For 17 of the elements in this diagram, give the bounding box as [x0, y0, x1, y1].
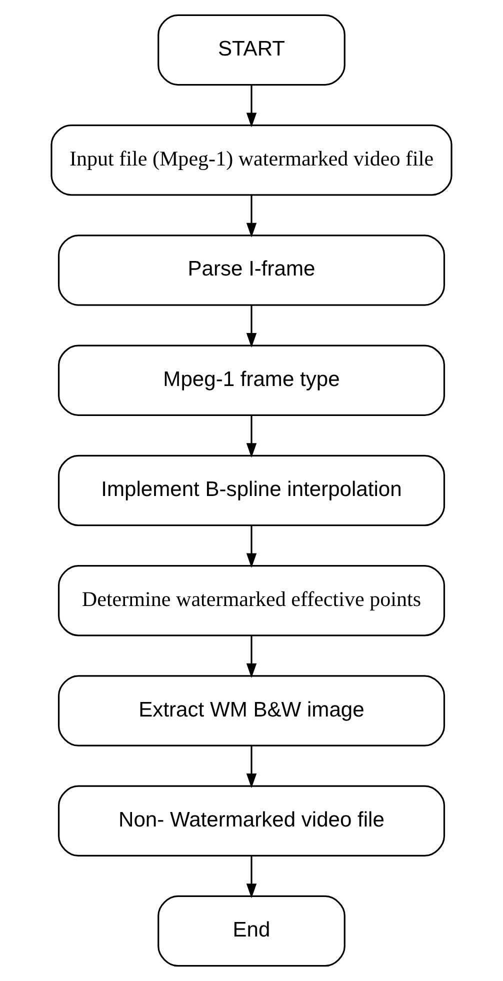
node-box: Input file (Mpeg-1) watermarked video file	[50, 124, 452, 196]
arrow	[246, 746, 257, 788]
arrow	[246, 84, 257, 128]
node-box: End	[158, 895, 346, 967]
node-box: Implement B-spline interpolation	[58, 454, 446, 526]
node-box: Determine watermarked effective points	[58, 565, 446, 636]
arrow	[246, 415, 257, 458]
node-box: Mpeg-1 frame type	[58, 344, 446, 416]
node-box: Non- Watermarked video file	[58, 785, 446, 857]
arrow	[246, 194, 257, 238]
arrow	[246, 635, 257, 678]
arrow	[246, 856, 257, 898]
node-box: START	[158, 14, 346, 86]
node-box: Extract WM B&W image	[58, 675, 446, 746]
arrow	[246, 525, 257, 568]
arrow	[246, 305, 257, 348]
node-box: Parse I-frame	[58, 234, 446, 306]
